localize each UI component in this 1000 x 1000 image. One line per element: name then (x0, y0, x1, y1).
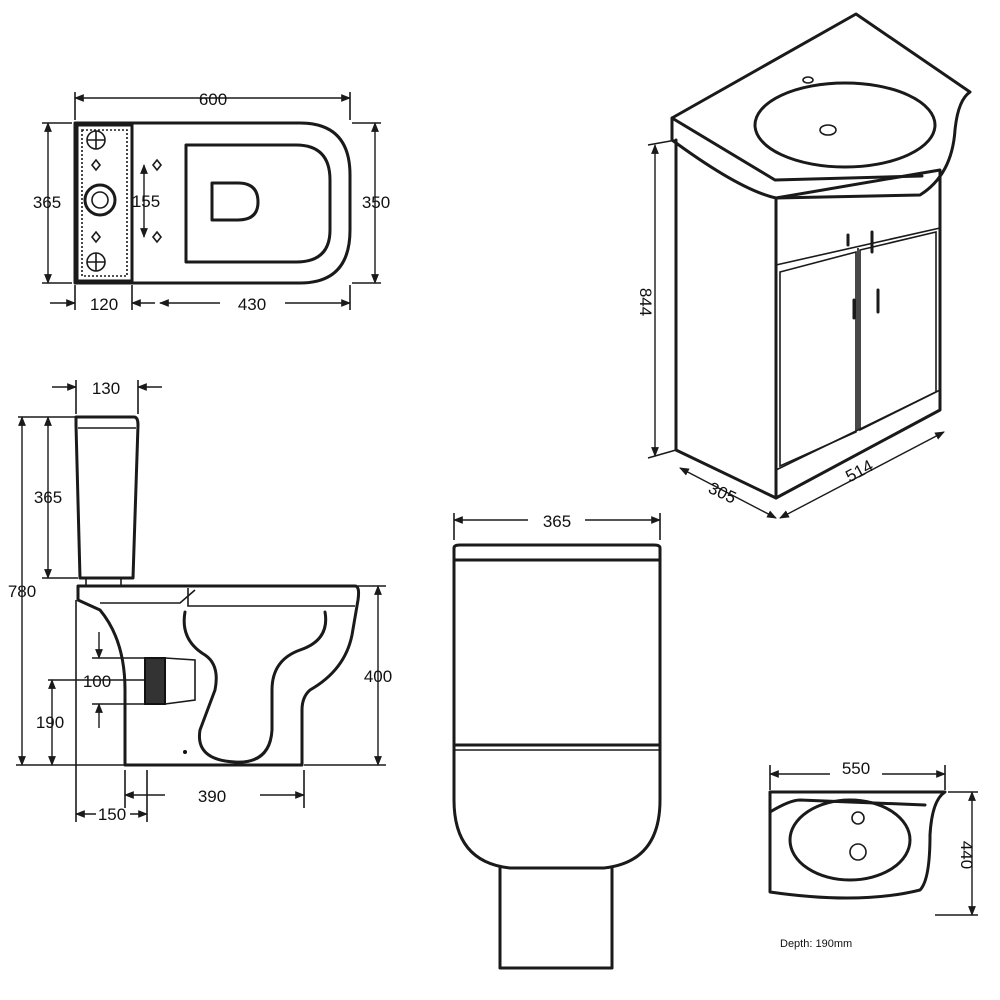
front-bowl (452, 743, 662, 870)
side-pan-height-label: 400 (364, 667, 392, 686)
basin-bowl (788, 798, 912, 882)
plan-cistern (75, 123, 134, 283)
plan-cistern-width-label: 120 (90, 295, 118, 314)
side-projection-label: 390 (198, 787, 226, 806)
basin-depth-label: 440 (957, 841, 976, 869)
plan-cistern-inner (81, 129, 128, 277)
side-cistern-depth-label: 130 (92, 379, 120, 398)
vanity-height-label: 844 (636, 288, 655, 316)
vanity-door-right (859, 230, 937, 432)
side-outlet-height-label: 190 (36, 713, 64, 732)
front-lid (452, 543, 662, 562)
plan-depth-left-label: 365 (33, 193, 61, 212)
plan-flush-valve (83, 183, 117, 217)
plan-bowl-opening (210, 181, 260, 222)
vanity-basin-top (670, 12, 972, 200)
side-wall-offset-label: 150 (98, 805, 126, 824)
plan-seat (184, 143, 332, 264)
toilet-front-view: 365 (452, 512, 662, 970)
side-trap (182, 610, 328, 764)
front-cistern (452, 558, 662, 747)
plan-bolt-spacing-label: 155 (132, 192, 160, 211)
side-cistern (74, 415, 140, 580)
toilet-plan-view: 600 365 350 155 120 430 (33, 90, 390, 314)
vanity-unit-isometric: 844 305 514 (636, 12, 972, 519)
side-pan (76, 584, 361, 767)
basin-plan-view: 550 440 Depth: 190mm (768, 759, 978, 950)
front-width-label: 365 (543, 512, 571, 531)
basin-outline (768, 790, 947, 900)
vanity-door-left (779, 250, 857, 468)
vanity-handles (846, 230, 880, 320)
side-cistern-height-label: 365 (34, 488, 62, 507)
plan-depth-right-label: 350 (362, 193, 390, 212)
side-outlet (144, 657, 166, 705)
toilet-side-view: 130 365 780 400 100 190 390 150 (8, 379, 392, 824)
front-pedestal (498, 866, 614, 970)
side-outlet-diameter-label: 100 (83, 672, 111, 691)
plan-width-label: 600 (199, 90, 227, 109)
vanity-basin-bowl (753, 81, 937, 169)
plan-bowl-length-label: 430 (238, 295, 266, 314)
vanity-depth-label: 305 (705, 478, 739, 507)
side-total-height-label: 780 (8, 582, 36, 601)
basin-width-label: 550 (842, 759, 870, 778)
vanity-front-panel (774, 168, 942, 500)
plan-outline (73, 121, 352, 285)
basin-depth-note: Depth: 190mm (780, 938, 852, 950)
